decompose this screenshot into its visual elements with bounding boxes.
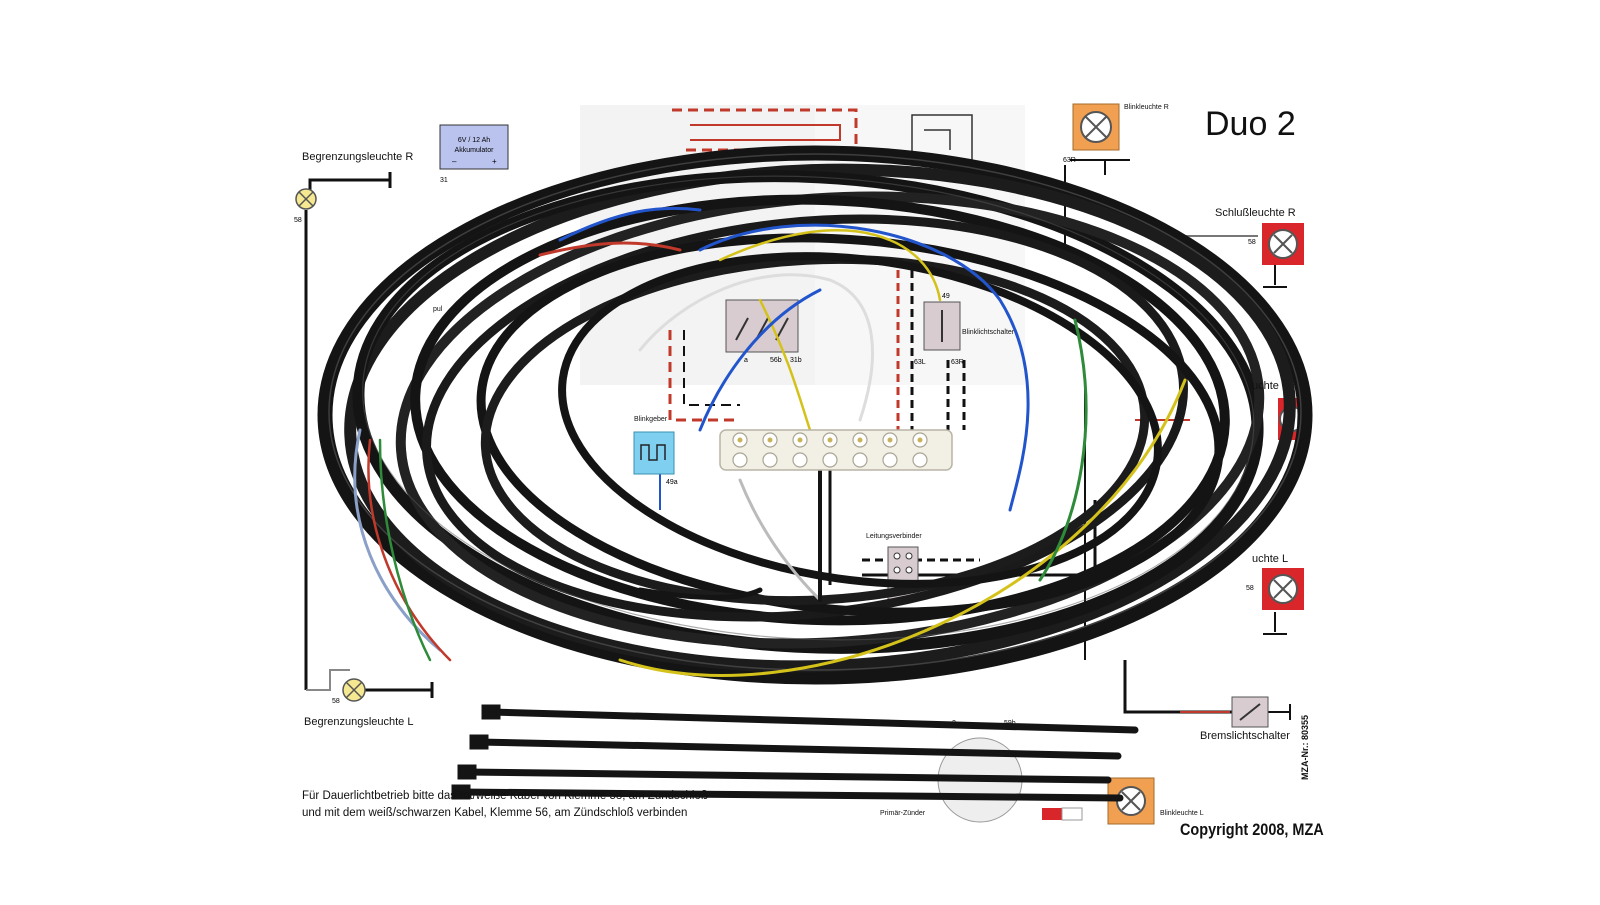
begrenzung-l-terminal: 58	[332, 698, 340, 705]
schlussleuchte-r-terminal: 58	[1248, 239, 1256, 246]
label-blinkgeber: Blinkgeber	[634, 416, 668, 423]
note-line-1: Für Dauerlichtbetrieb bitte das rot/weiß…	[302, 790, 708, 802]
lamp-blinkleuchte-r: 63R	[1063, 103, 1120, 164]
center-switch-t31b: 31b	[790, 357, 802, 364]
label-begrenzungsleuchte-l: Begrenzungsleuchte L	[304, 716, 414, 728]
label-schlussleuchte-r: Schlußleuchte R	[1215, 207, 1296, 219]
label-leitungsverbinder: Leitungsverbinder	[866, 533, 922, 540]
blinklichtschalter-t63l: 63L	[914, 359, 926, 366]
label-side-lamp-right: uchte	[1252, 380, 1279, 392]
label-spule-fragment: pul	[433, 306, 443, 313]
copyright: Copyright 2008, MZA	[1180, 820, 1324, 839]
lamp-begrenzung-r: 58	[294, 188, 317, 224]
wire-harness	[317, 145, 1313, 685]
blinklichtschalter-t49: 49	[942, 293, 950, 300]
label-schlussleuchte-l: uchte L	[1252, 553, 1289, 565]
cable-ties	[451, 704, 1139, 802]
battery-line2: Akkumulator	[455, 147, 495, 154]
battery: 6V / 12 Ah Akkumulator – + 31	[439, 124, 509, 184]
page-title: Duo 2	[1205, 105, 1296, 143]
bremslichtschalter	[1231, 696, 1269, 728]
blinklichtschalter: 49 63L 63R	[914, 293, 964, 366]
begrenzung-r-terminal: 58	[294, 217, 302, 224]
label-primaer-zuender: Primär-Zünder	[880, 810, 926, 817]
center-switch-ta: a	[744, 357, 748, 364]
battery-plus: +	[492, 157, 497, 166]
blinkgeber: 49a	[633, 431, 678, 486]
label-blinkleuchte-r: Blinkleuchte R	[1124, 104, 1169, 111]
label-bremslichtschalter: Bremslichtschalter	[1200, 730, 1290, 742]
lamp-schlussleuchte-r: 58	[1248, 223, 1304, 265]
part-number: MZA-Nr.: 80355	[1300, 714, 1310, 780]
label-blinkleuchte-l: Blinkleuchte L	[1160, 810, 1204, 817]
diagram-wiring	[304, 108, 1291, 720]
terminal-strip	[719, 429, 953, 471]
lamp-schlussleuchte-l: 58	[1246, 568, 1304, 610]
schlussleuchte-l-terminal: 58	[1246, 585, 1254, 592]
battery-line1: 6V / 12 Ah	[458, 137, 490, 144]
center-switch-t56b: 56b	[770, 357, 782, 364]
blinkgeber-terminal: 49a	[666, 479, 678, 486]
battery-minus: –	[452, 157, 457, 166]
battery-terminal: 31	[440, 177, 448, 184]
label-begrenzungsleuchte-r: Begrenzungsleuchte R	[302, 151, 414, 163]
blinkleuchte-r-terminal: 63R	[1063, 157, 1076, 164]
note-line-2: und mit dem weiß/schwarzen Kabel, Klemme…	[302, 807, 688, 819]
lamp-begrenzung-l: 58	[332, 678, 366, 705]
blinklichtschalter-t63r: 63R	[951, 359, 964, 366]
primaer-zuender: 2 59b	[937, 720, 1083, 823]
label-blinklichtschalter: Blinklichtschalter	[962, 329, 1015, 336]
center-switch: a 56b 31b	[725, 299, 802, 364]
